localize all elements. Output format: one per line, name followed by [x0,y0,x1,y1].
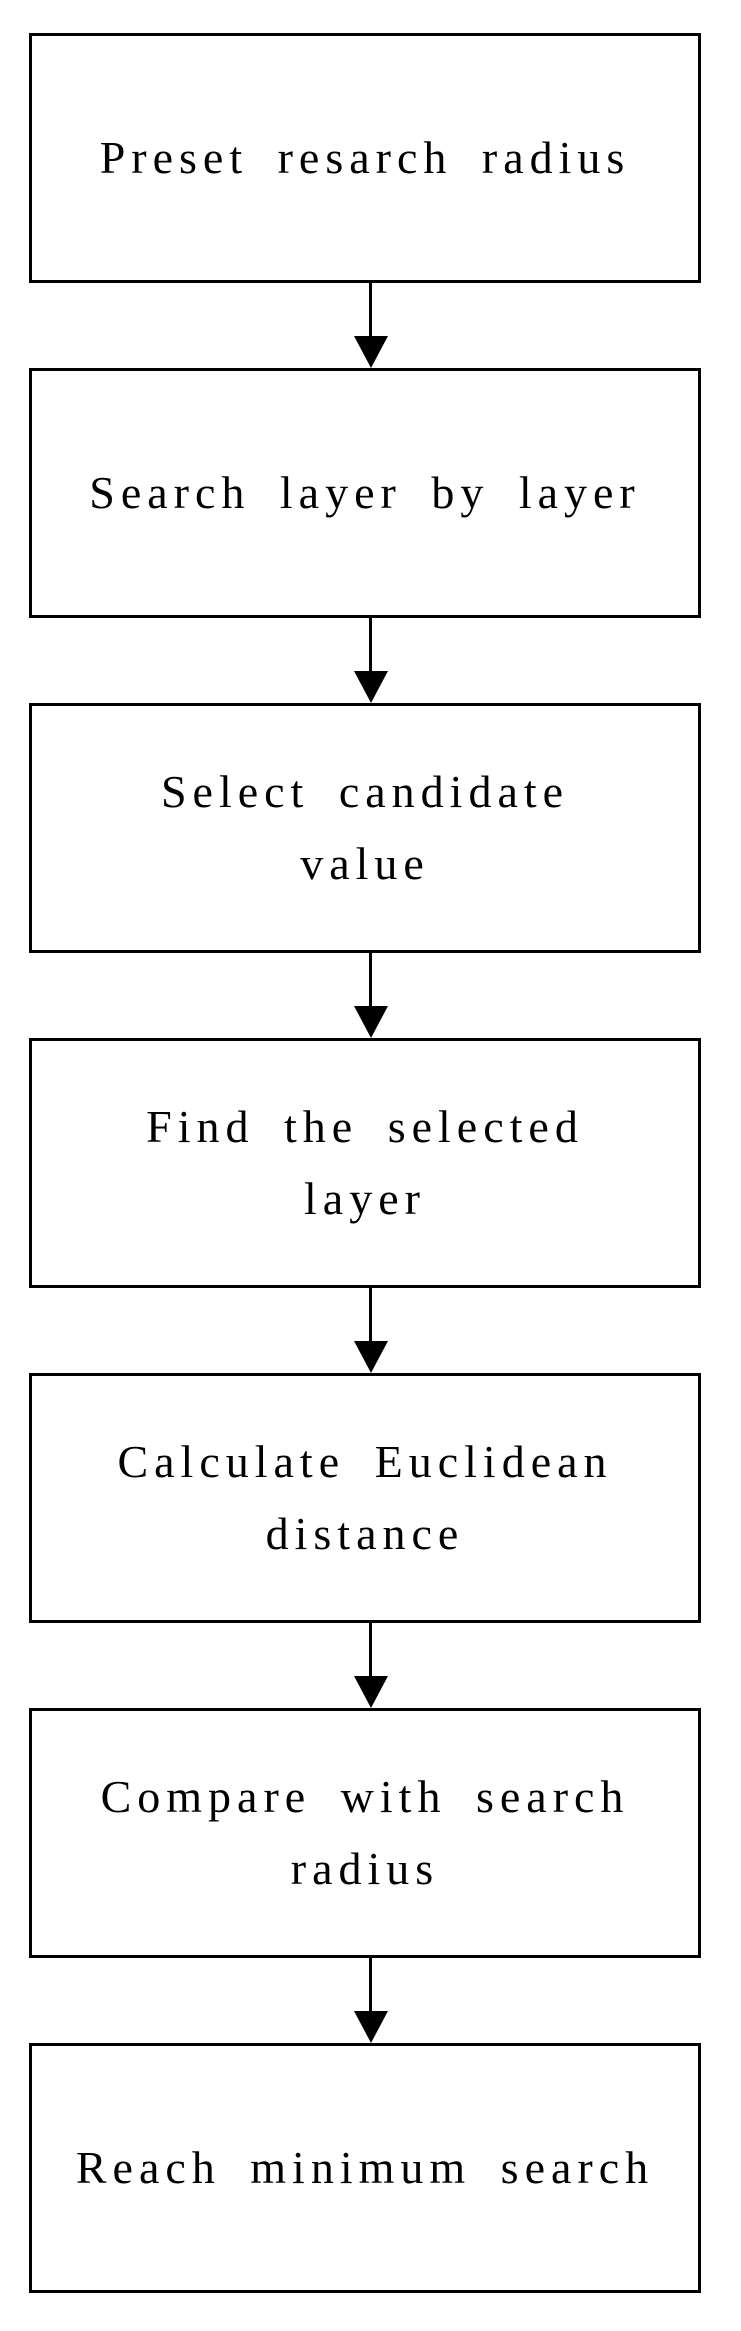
flow-arrow-3 [0,953,741,1038]
arrow-down-icon [353,1341,388,1373]
arrow-down-icon [353,671,388,703]
flow-node-label: Find the selected layer [146,1101,584,1224]
flow-node-select-candidate-value: Select candidate value [29,703,701,953]
flow-node-label: Calculate Euclidean distance [117,1436,613,1559]
arrow-line [369,283,372,336]
flow-node-label: Preset resarch radius [99,132,631,183]
arrow-down-icon [353,2011,388,2043]
arrow-line [369,1288,372,1341]
arrow-line [369,953,372,1006]
flow-arrow-4 [0,1288,741,1373]
flow-node-calculate-euclidean-distance: Calculate Euclidean distance [29,1373,701,1623]
arrow-line [369,618,372,671]
flow-node-reach-minimum-search: Reach minimum search [29,2043,701,2293]
flow-node-find-selected-layer: Find the selected layer [29,1038,701,1288]
flow-node-label: Compare with search radius [100,1771,630,1894]
flow-node-label: Search layer by layer [89,467,641,518]
arrow-down-icon [353,1006,388,1038]
flow-arrow-2 [0,618,741,703]
flow-arrow-1 [0,283,741,368]
flow-node-label: Select candidate value [160,766,570,889]
flow-arrow-6 [0,1958,741,2043]
arrow-down-icon [353,336,388,368]
flow-arrow-5 [0,1623,741,1708]
arrow-line [369,1623,372,1676]
flow-node-compare-with-search-radius: Compare with search radius [29,1708,701,1958]
flow-node-search-layer-by-layer: Search layer by layer [29,368,701,618]
flow-node-preset-research-radius: Preset resarch radius [29,33,701,283]
arrow-line [369,1958,372,2011]
arrow-down-icon [353,1676,388,1708]
flow-node-label: Reach minimum search [75,2142,655,2193]
